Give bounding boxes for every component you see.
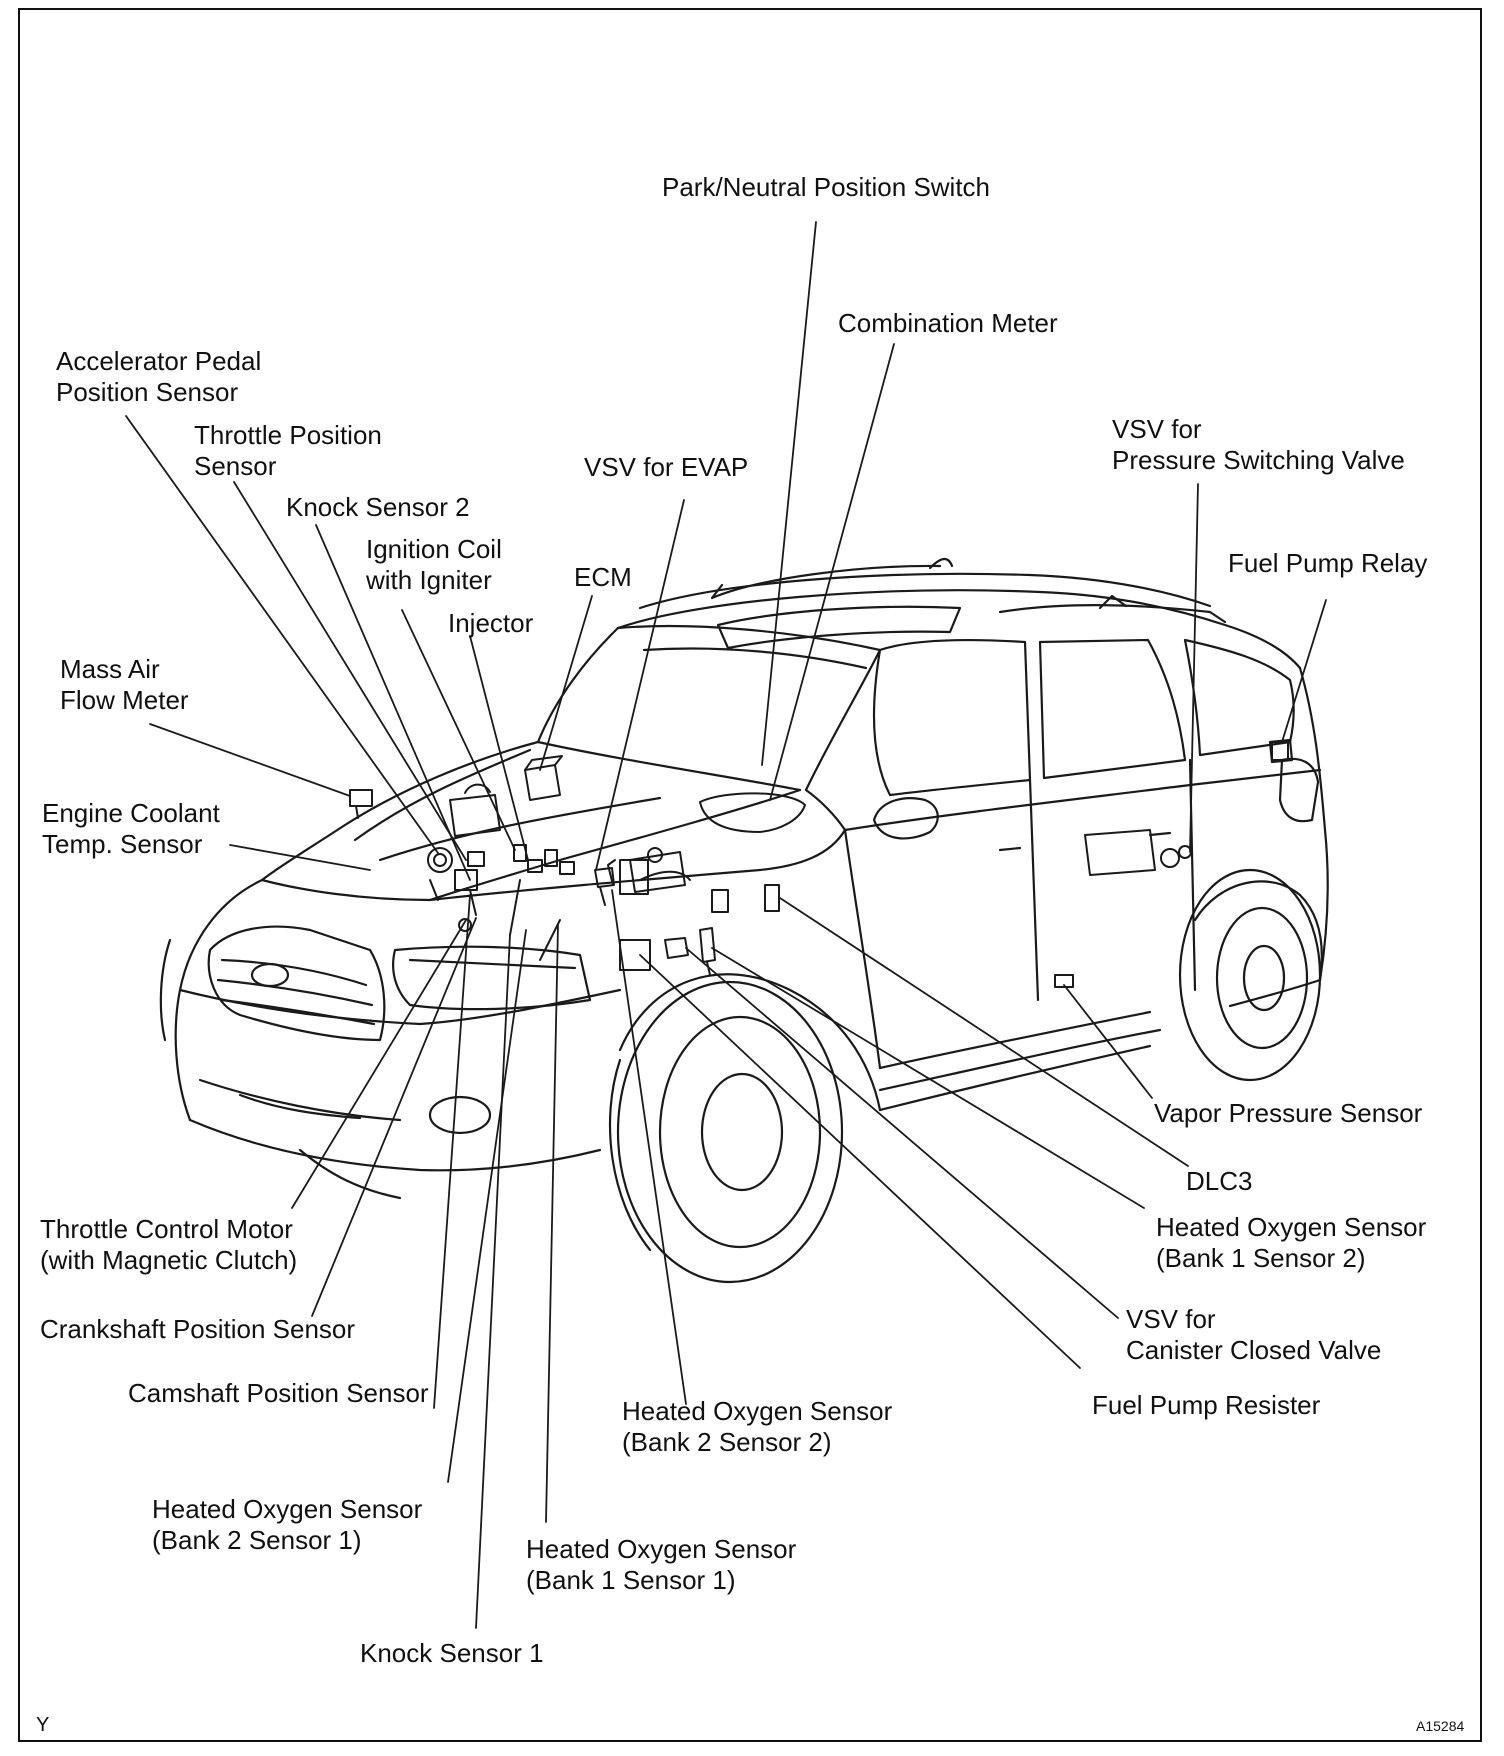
label-heated-oxygen-sensor-bank2-sensor1: Heated Oxygen Sensor (Bank 2 Sensor 1) — [152, 1494, 423, 1555]
label-dlc3: DLC3 — [1186, 1166, 1253, 1196]
leader-lines — [125, 221, 1327, 1629]
label-park-neutral-position-switch: Park/Neutral Position Switch — [662, 172, 991, 202]
label-crankshaft-position-sensor: Crankshaft Position Sensor — [40, 1314, 356, 1344]
label-fuel-pump-resister: Fuel Pump Resister — [1092, 1390, 1321, 1420]
label-heated-oxygen-sensor-bank2-sensor2: Heated Oxygen Sensor (Bank 2 Sensor 2) — [622, 1396, 893, 1457]
diagram-frame — [18, 8, 1482, 1742]
label-ecm: ECM — [574, 562, 632, 592]
vehicle-body — [159, 558, 1329, 1284]
label-ignition-coil-with-igniter: Ignition Coil with Igniter — [366, 534, 502, 595]
label-heated-oxygen-sensor-bank1-sensor1: Heated Oxygen Sensor (Bank 1 Sensor 1) — [526, 1534, 797, 1595]
label-knock-sensor-2: Knock Sensor 2 — [286, 492, 470, 522]
component-shapes — [349, 741, 1289, 988]
label-combination-meter: Combination Meter — [838, 308, 1058, 338]
label-mass-air-flow-meter: Mass Air Flow Meter — [60, 654, 189, 715]
label-accelerator-pedal-position-sensor: Accelerator Pedal Position Sensor — [56, 346, 262, 407]
label-vsv-canister-closed-valve: VSV for Canister Closed Valve — [1126, 1304, 1382, 1365]
label-camshaft-position-sensor: Camshaft Position Sensor — [128, 1378, 429, 1408]
label-fuel-pump-relay: Fuel Pump Relay — [1228, 548, 1428, 578]
label-vapor-pressure-sensor: Vapor Pressure Sensor — [1154, 1098, 1423, 1128]
label-throttle-position-sensor: Throttle Position Sensor — [194, 420, 382, 481]
label-throttle-control-motor: Throttle Control Motor (with Magnetic Cl… — [40, 1214, 298, 1275]
label-heated-oxygen-sensor-bank1-sensor2: Heated Oxygen Sensor (Bank 1 Sensor 2) — [1156, 1212, 1427, 1273]
label-engine-coolant-temp-sensor: Engine Coolant Temp. Sensor — [42, 798, 220, 859]
label-vsv-for-evap: VSV for EVAP — [584, 452, 749, 482]
corner-mark: Y — [36, 1714, 50, 1736]
label-injector: Injector — [448, 608, 534, 638]
figure-code: A15284 — [1416, 1718, 1465, 1734]
label-knock-sensor-1: Knock Sensor 1 — [360, 1638, 544, 1668]
label-vsv-pressure-switching-valve: VSV for Pressure Switching Valve — [1112, 414, 1405, 475]
